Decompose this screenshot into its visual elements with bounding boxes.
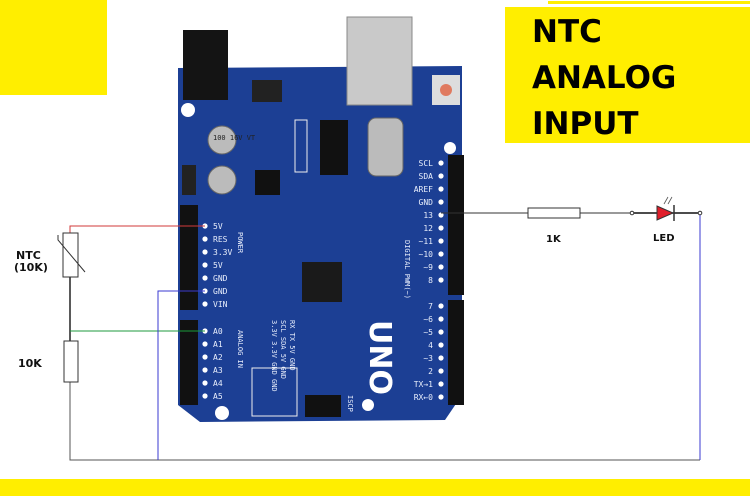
digital-pin	[438, 212, 444, 218]
digital-pin-label: 13	[423, 211, 433, 220]
power-pin-label: VIN	[213, 300, 228, 309]
power-pin-label: GND	[213, 274, 228, 283]
power-pin-label: 5V	[213, 261, 223, 270]
yellow-line-top	[548, 1, 750, 4]
digital-pin-label: 8	[428, 276, 433, 285]
silk-text: RX TX 5V GND	[288, 320, 296, 371]
digital-pin	[438, 277, 444, 283]
analog-pin	[202, 354, 208, 360]
power-pin-label: 3.3V	[213, 248, 232, 257]
analog-pin	[202, 341, 208, 347]
digital-pin	[438, 238, 444, 244]
digital-pin-label: ~9	[423, 263, 433, 272]
power-pin	[202, 275, 208, 281]
title-box	[505, 7, 750, 143]
digital-pin	[438, 199, 444, 205]
analog-pin-label: A5	[213, 392, 223, 401]
capacitor	[207, 165, 237, 195]
digital-pin	[438, 355, 444, 361]
digital-pin	[438, 186, 444, 192]
power-pin	[202, 301, 208, 307]
power-pin-label: 5V	[213, 222, 223, 231]
dc-jack	[183, 30, 228, 100]
digital-label: DIGITAL PWM(~)	[403, 240, 411, 299]
digital-pin-label: 7	[428, 302, 433, 311]
analog-pin-label: A4	[213, 379, 223, 388]
power-pin-label: RES	[213, 235, 228, 244]
led-label: LED	[653, 233, 675, 244]
digital-pin-label: GND	[419, 198, 434, 207]
digital-pin-label: ~10	[419, 250, 434, 259]
digital-pin	[438, 329, 444, 335]
analog-pin	[202, 367, 208, 373]
digital-pin-label: ~6	[423, 315, 433, 324]
analog-pin-label: A3	[213, 366, 223, 375]
digital-pin-label: 12	[423, 224, 433, 233]
power-pin-label: GND	[213, 287, 228, 296]
digital-pin-label: 4	[428, 341, 433, 350]
capacitor-marking: 100 16V VT	[213, 134, 256, 142]
capacitor	[207, 125, 237, 155]
wire-gnd	[157, 290, 205, 460]
digital-pin	[438, 251, 444, 257]
power-pin	[202, 236, 208, 242]
digital-pin-label: SDA	[419, 172, 434, 181]
title-line-1: NTC	[532, 14, 602, 50]
digital-pin	[438, 342, 444, 348]
digital-pin-label: ~5	[423, 328, 433, 337]
analog-pin	[202, 393, 208, 399]
wire-ground-bus	[69, 382, 700, 461]
analog-pin-label: A1	[213, 340, 223, 349]
silk-text: 3.3V 3.3V GND GND	[270, 320, 278, 392]
resistor-10k-label: 10K	[18, 357, 42, 370]
digital-pin-label: TX→1	[414, 380, 433, 389]
resistor-1k-label: 1K	[546, 234, 562, 245]
usb-chip	[320, 120, 348, 175]
ntc-value: (10K)	[14, 261, 48, 274]
digital-pin	[438, 368, 444, 374]
digital-pin	[438, 381, 444, 387]
digital-pin	[438, 225, 444, 231]
digital-pin-label: AREF	[414, 185, 433, 194]
digital-pin-label: ~11	[419, 237, 434, 246]
analog-label: ANALOG IN	[236, 330, 244, 368]
arduino-uno-board: 100 16V VT ISCP UNO POWER ANALOG IN DIGI…	[178, 16, 464, 422]
resistor-1k	[527, 207, 581, 219]
power-pin	[202, 262, 208, 268]
usb-connector	[346, 16, 413, 106]
atmega-chip	[302, 262, 342, 302]
digital-pin	[438, 316, 444, 322]
digital-pin	[438, 303, 444, 309]
digital-pin-label: RX←0	[414, 393, 433, 402]
power-label: POWER	[236, 232, 244, 254]
digital-pin	[438, 173, 444, 179]
analog-pin-label: A2	[213, 353, 223, 362]
analog-pin	[202, 380, 208, 386]
icsp-header	[305, 395, 341, 417]
digital-pin-label: ~3	[423, 354, 433, 363]
led-symbol	[656, 196, 675, 221]
title-line-3: INPUT	[532, 106, 639, 142]
digital-pin	[438, 394, 444, 400]
ntc-thermistor	[57, 232, 86, 278]
title-line-2: ANALOG	[532, 60, 676, 96]
board-name: UNO	[362, 320, 397, 395]
silk-text: SCL SDA 5V GND	[279, 320, 287, 379]
digital-pin-label: SCL	[419, 159, 434, 168]
icsp-label: ISCP	[346, 395, 354, 412]
yellow-block-top-left	[0, 0, 107, 95]
digital-pin	[438, 160, 444, 166]
yellow-bar-bottom	[0, 479, 750, 496]
resistor-10k	[63, 340, 79, 383]
digital-pin	[438, 264, 444, 270]
wire-5v	[69, 225, 205, 233]
analog-pin-label: A0	[213, 327, 223, 336]
power-pin	[202, 249, 208, 255]
crystal	[367, 117, 404, 177]
digital-pin-label: 2	[428, 367, 433, 376]
ntc-label: NTC	[16, 249, 41, 262]
